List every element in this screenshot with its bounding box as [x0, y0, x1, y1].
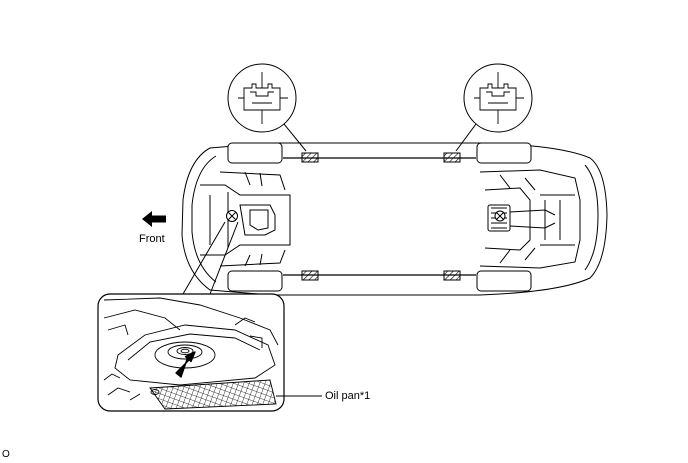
- wheel-front-upper: [227, 142, 283, 164]
- wheels: [227, 142, 532, 292]
- oil-pan-label: Oil pan*1: [325, 390, 371, 402]
- wheel-rear-lower: [476, 270, 532, 292]
- lift-points: [301, 152, 461, 281]
- front-label: Front: [139, 233, 165, 245]
- arrow-up-right-icon: [175, 351, 196, 378]
- lift-point-detail-right: [455, 63, 533, 152]
- jack-point-rear: [494, 210, 506, 222]
- wheel-front-lower: [227, 270, 283, 292]
- arrow-left-icon: [142, 211, 166, 227]
- lift-point-detail-left: [227, 63, 307, 152]
- wheel-rear-upper: [476, 142, 532, 164]
- lift-point-icon: [443, 152, 461, 163]
- rocker-lines: [283, 157, 476, 276]
- oil-pan-grid: [149, 379, 277, 410]
- oil-pan-detail: [97, 221, 285, 412]
- jack-point-front: [226, 210, 238, 222]
- lift-point-icon: [301, 152, 319, 163]
- vehicle-body: [181, 142, 608, 296]
- figure-code-label: O: [2, 449, 10, 460]
- lift-point-icon: [301, 270, 319, 281]
- lift-point-icon: [443, 270, 461, 281]
